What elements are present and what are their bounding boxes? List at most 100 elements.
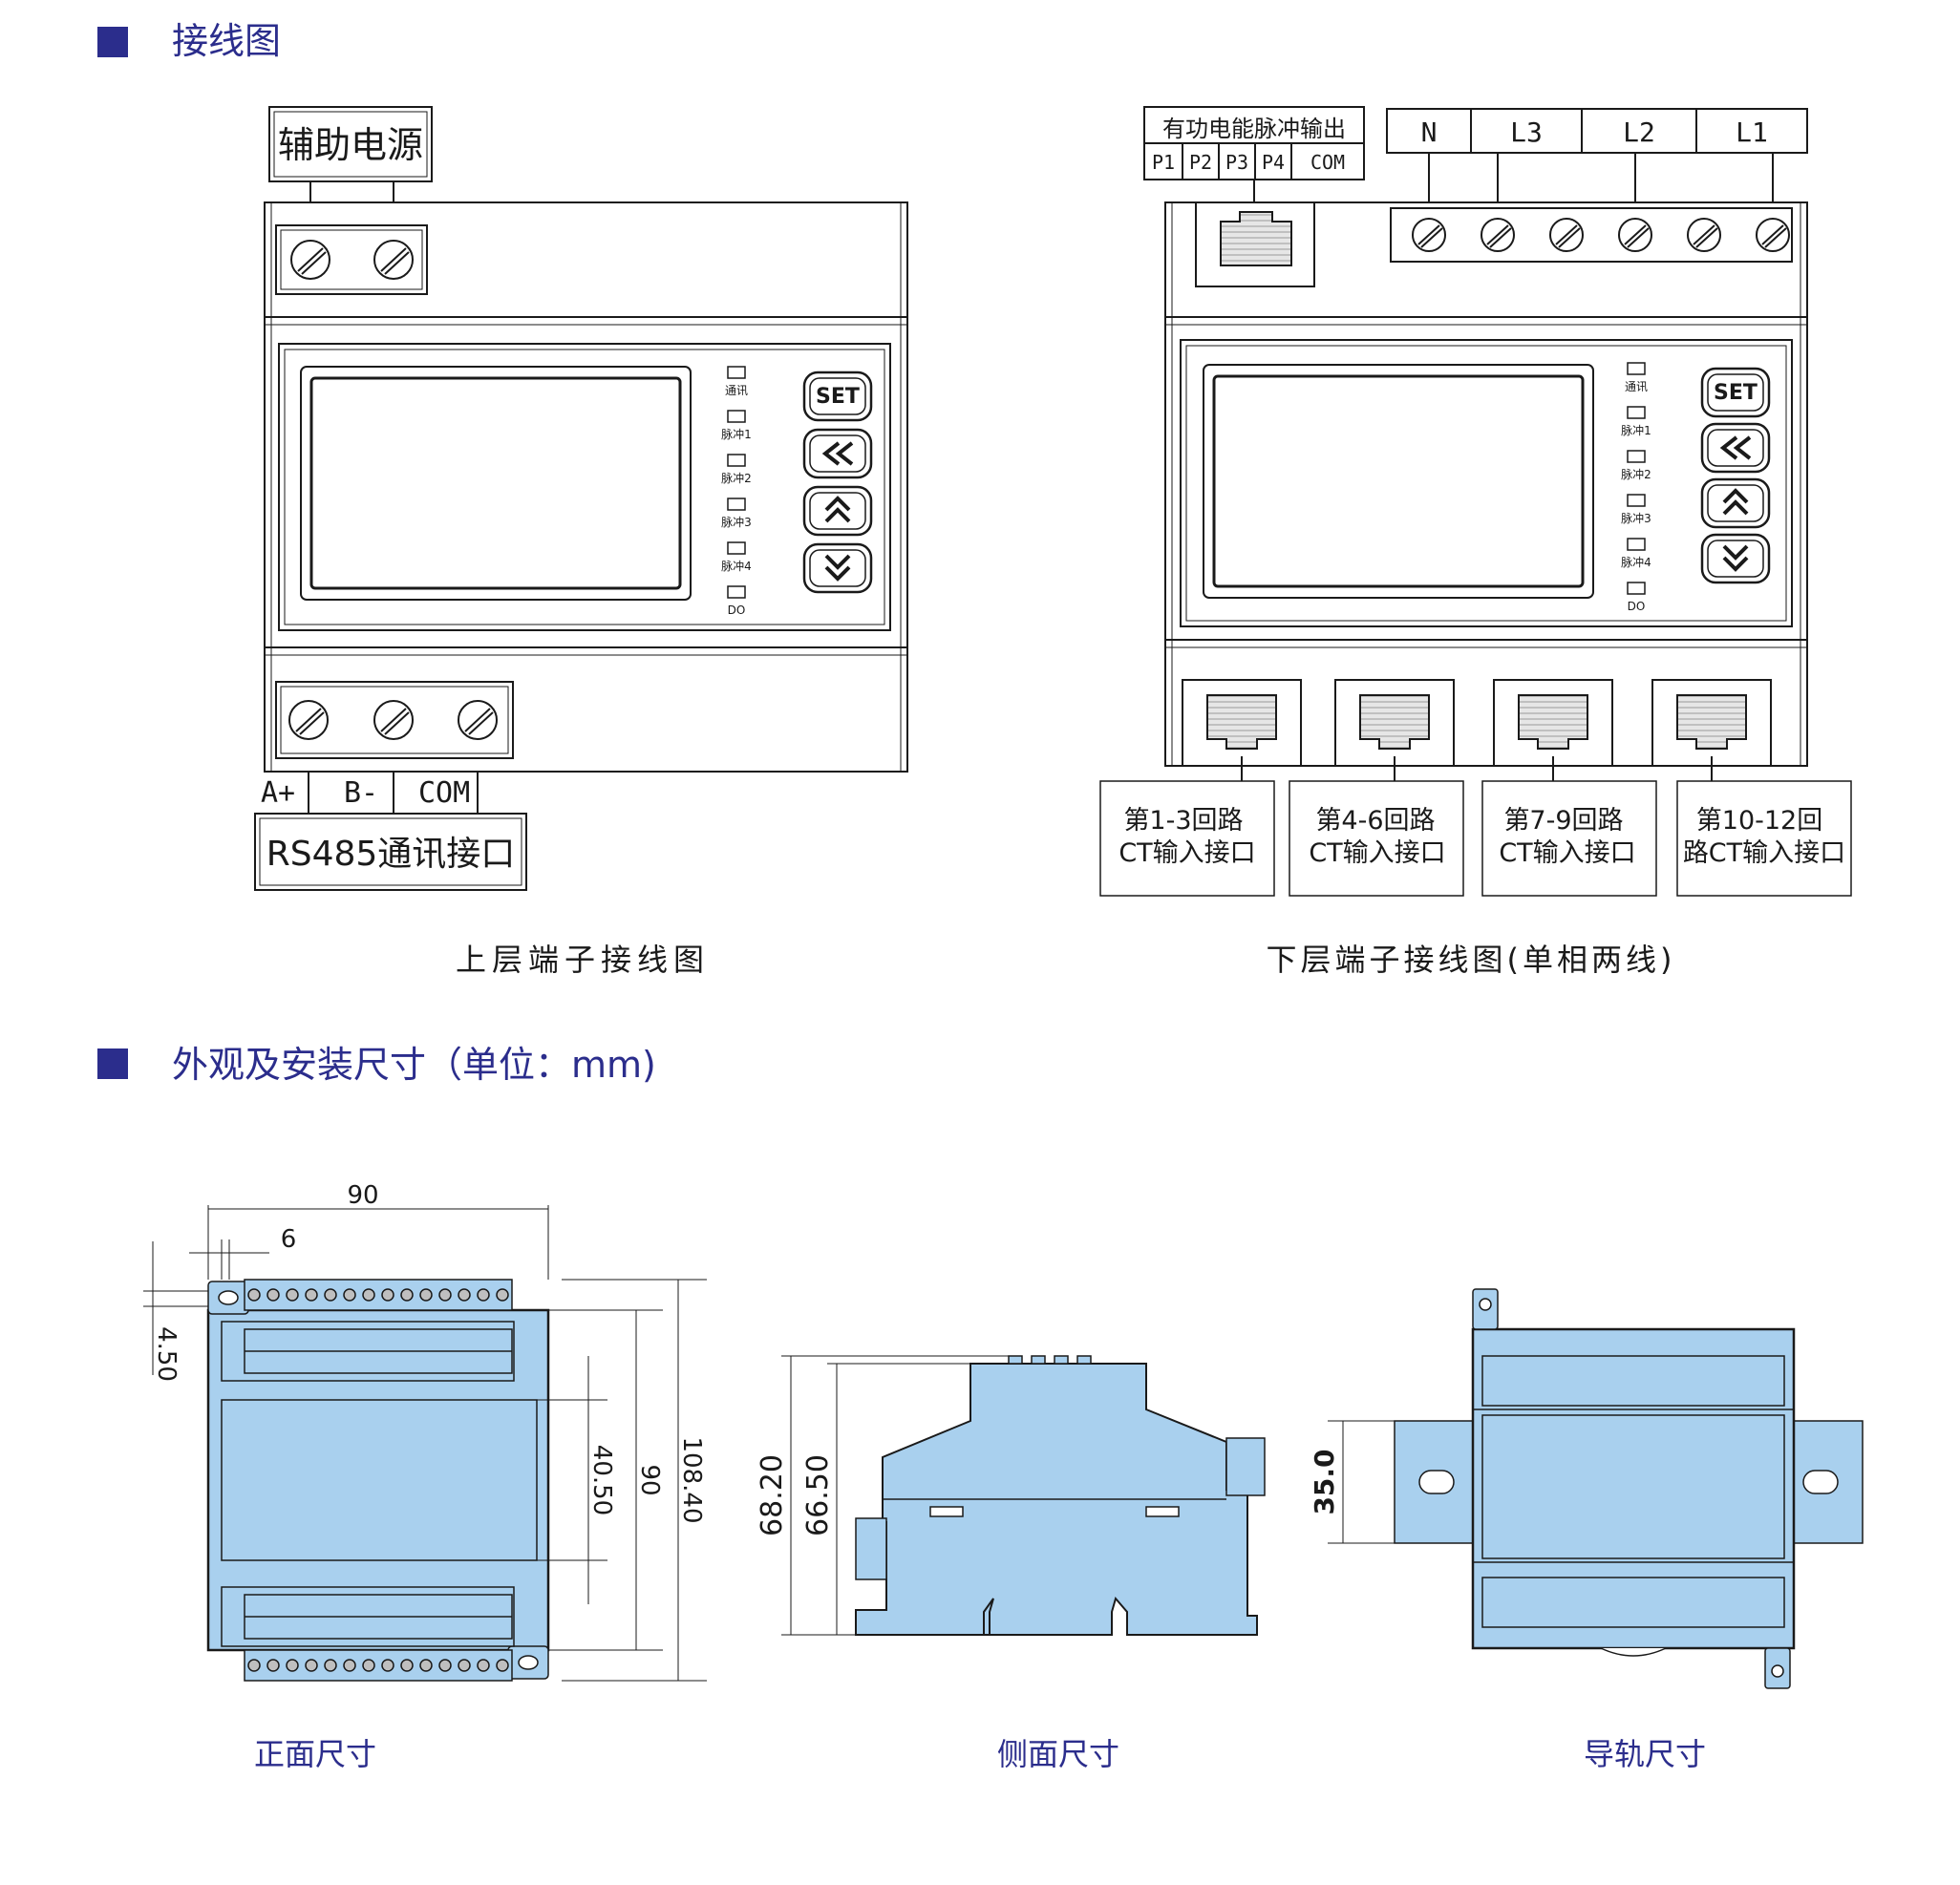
set-button[interactable]: SET (1700, 367, 1771, 418)
led-indicator (727, 498, 746, 511)
led-label: 通讯 (725, 384, 748, 397)
rail-slot (1802, 1470, 1839, 1494)
pulse-terminal-label: P1 (1152, 151, 1175, 174)
side-view-caption: 侧面尺寸 (997, 1736, 1119, 1772)
up-button[interactable] (802, 485, 873, 537)
led-label: 脉冲2 (1621, 467, 1651, 481)
screw-terminal (1687, 218, 1721, 252)
led-indicator (1627, 450, 1646, 463)
device-outline (1471, 1327, 1796, 1650)
terminal-label-b-minus: B- (344, 776, 378, 810)
screw-terminal (1549, 218, 1584, 252)
voltage-terminal-box (1386, 108, 1808, 154)
led-indicator (1627, 494, 1646, 507)
terminal-label-a-plus: A+ (261, 776, 295, 810)
ct-label-box (1289, 780, 1464, 897)
double-chevron-up-icon (1722, 488, 1749, 516)
rail-view-caption: 导轨尺寸 (1584, 1736, 1706, 1772)
led-label: DO (728, 604, 746, 617)
double-chevron-down-icon (824, 554, 851, 582)
svg-text:SET: SET (816, 385, 860, 409)
led-indicator (1627, 582, 1646, 595)
screw-terminal (373, 700, 414, 740)
led-indicator (727, 410, 746, 423)
led-label: 脉冲1 (1621, 423, 1651, 437)
ct-label-line2: CT输入接口 (1118, 838, 1255, 868)
aux-power-label: 辅助电源 (278, 124, 423, 166)
dim-total: 108.40 (677, 1437, 706, 1524)
led-indicator (1627, 362, 1646, 375)
dim-body: 90 (635, 1464, 664, 1495)
rj45-port-icon (1206, 694, 1277, 750)
ct-label-line2: CT输入接口 (1309, 838, 1445, 868)
double-chevron-up-icon (824, 496, 851, 523)
led-label: 脉冲3 (721, 515, 752, 529)
section-header-dimensions: 外观及安装尺寸（单位：mm) (97, 1044, 656, 1086)
voltage-screw-strip (1390, 207, 1793, 263)
rj45-port-icon (1518, 694, 1588, 750)
pulse-output-label: 有功电能脉冲输出 (1162, 116, 1346, 142)
front-view-caption: 正面尺寸 (254, 1736, 376, 1772)
dim-rail: 35.0 (1309, 1449, 1340, 1514)
down-button[interactable] (802, 542, 873, 594)
rs485-label-box (254, 813, 527, 891)
down-button[interactable] (1700, 533, 1771, 584)
upper-terminal-diagram: 辅助电源 通讯 脉冲1 脉冲2 (254, 106, 908, 891)
dim-body: 66.50 (801, 1454, 835, 1536)
left-button[interactable] (1700, 422, 1771, 474)
led-indicator (727, 541, 746, 555)
ct-port (1182, 679, 1302, 767)
led-label: 脉冲4 (1621, 555, 1651, 569)
section-bullet (97, 27, 128, 57)
rail-dimension-view: 35.0 (1309, 1288, 1864, 1689)
led-label: 脉冲4 (721, 559, 752, 573)
voltage-terminal-label: L2 (1623, 116, 1655, 148)
led-column (727, 366, 746, 599)
led-indicator (727, 454, 746, 467)
pulse-terminal-label: COM (1310, 151, 1345, 174)
rs485-label: RS485通讯接口 (266, 835, 516, 874)
dimension-lines (781, 1355, 1009, 1636)
screw-terminal (1618, 218, 1652, 252)
screw-terminal (458, 700, 498, 740)
dimension-lines (1328, 1420, 1395, 1544)
dim-total: 68.20 (756, 1454, 789, 1536)
screw-terminal (1412, 218, 1446, 252)
rj45-port-icon (1359, 694, 1430, 750)
ct-port (1651, 679, 1772, 767)
double-chevron-left-icon (821, 441, 854, 466)
voltage-terminal-label: L3 (1510, 116, 1543, 148)
led-indicator (727, 366, 746, 379)
screw-terminal (290, 240, 330, 280)
left-button[interactable] (802, 428, 873, 479)
screw-terminal (1756, 218, 1790, 252)
rs485-terminal-block (275, 681, 514, 759)
lcd-screen (300, 366, 692, 601)
pulse-terminal-label: P2 (1189, 151, 1212, 174)
rj45-port-icon (1676, 694, 1747, 750)
screw-row (247, 1288, 509, 1672)
front-panel (1180, 339, 1793, 627)
screw-terminal (288, 700, 329, 740)
ct-label-line2: CT输入接口 (1499, 838, 1635, 868)
section-header-wiring: 接线图 (97, 20, 281, 62)
set-button[interactable]: SET (802, 371, 873, 422)
pulse-rj-port-housing (1195, 201, 1315, 287)
ct-label-line1: 第1-3回路 (1123, 806, 1243, 836)
ct-label-box (1676, 780, 1852, 897)
section-title: 外观及安装尺寸（单位：mm) (172, 1044, 656, 1086)
led-label: 脉冲3 (1621, 511, 1651, 525)
up-button[interactable] (1700, 477, 1771, 529)
screw-terminal (1481, 218, 1515, 252)
ct-port (1493, 679, 1613, 767)
front-panel (278, 343, 891, 631)
terminal-label-com: COM (418, 776, 470, 810)
aux-power-label-box (268, 106, 433, 182)
rj45-port-icon (1220, 211, 1292, 266)
svg-text:SET: SET (1714, 381, 1758, 405)
lower-terminal-diagram: 有功电能脉冲输出 P1 P2 P3 P4 COM N L3 L2 L1 (1099, 106, 1852, 897)
screw-terminal (373, 240, 414, 280)
ct-label-box (1099, 780, 1275, 897)
front-dimension-view: 90 6 4.50 40.50 90 108.40 (143, 1181, 707, 1682)
ct-port (1334, 679, 1455, 767)
